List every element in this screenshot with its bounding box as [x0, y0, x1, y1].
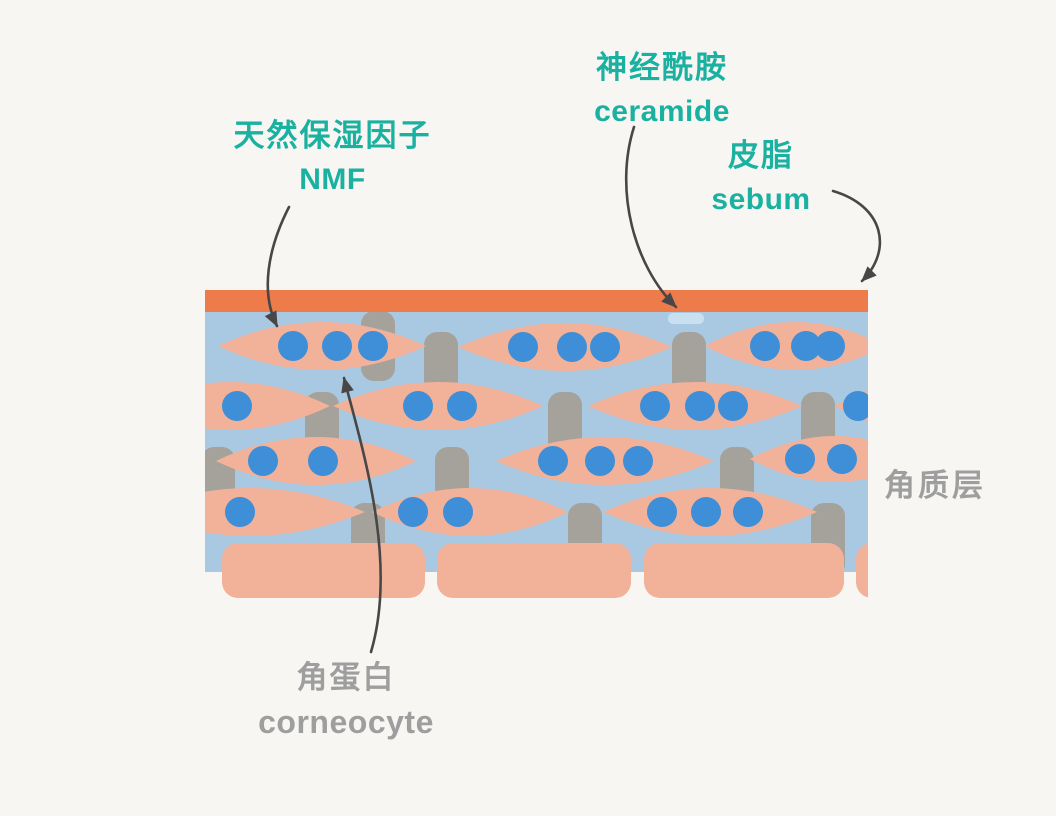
nmf-dot [248, 446, 278, 476]
nmf-dot [791, 331, 821, 361]
label-stratum-corneum: 角质层 [884, 460, 986, 505]
label-sebum-en: sebum [711, 182, 811, 216]
label-corneocyte-en: corneocyte [258, 703, 434, 740]
nmf-dot [815, 331, 845, 361]
nmf-dot [322, 331, 352, 361]
label-nmf-zh: 天然保湿因子 [233, 118, 432, 153]
nmf-dot [691, 497, 721, 527]
nmf-dot [443, 497, 473, 527]
nmf-dot [590, 332, 620, 362]
nmf-dot [398, 497, 428, 527]
label-nmf-en: NMF [299, 162, 366, 196]
lower-cell-block [856, 543, 868, 598]
nmf-dot [403, 391, 433, 421]
nmf-dot [685, 391, 715, 421]
nmf-dot [647, 497, 677, 527]
nmf-dot [733, 497, 763, 527]
label-ceramide: 神经酰胺 ceramide [552, 50, 772, 129]
nmf-dot [827, 444, 857, 474]
corneocyte-cell [333, 382, 543, 430]
label-ceramide-en: ceramide [594, 94, 730, 128]
sebum-layer-bar [205, 290, 868, 312]
nmf-dot [308, 446, 338, 476]
nmf-dot [508, 332, 538, 362]
nmf-arrow [264, 205, 291, 328]
nmf-dot [538, 446, 568, 476]
nmf-dot [750, 331, 780, 361]
nmf-dot [585, 446, 615, 476]
lower-cell-block [222, 543, 425, 598]
label-sebum-zh: 皮脂 [728, 138, 794, 173]
nmf-dot [278, 331, 308, 361]
label-corneocyte: 角蛋白 corneocyte [226, 660, 466, 741]
label-nmf: 天然保湿因子 NMF [195, 118, 470, 197]
nmf-dot [843, 391, 868, 421]
nmf-dot [640, 391, 670, 421]
nmf-dot [557, 332, 587, 362]
nmf-dot [623, 446, 653, 476]
corneocyte-arrow [341, 376, 382, 654]
ceramide-spot [668, 313, 704, 324]
nmf-dot [447, 391, 477, 421]
nmf-dot [225, 497, 255, 527]
label-ceramide-zh: 神经酰胺 [596, 50, 728, 85]
nmf-dot [358, 331, 388, 361]
nmf-dot [718, 391, 748, 421]
nmf-dot [785, 444, 815, 474]
lower-cell-block [644, 543, 844, 598]
sebum-arrow [831, 189, 882, 283]
nmf-dot [222, 391, 252, 421]
label-stratum-corneum-zh: 角质层 [884, 468, 986, 503]
lower-cell-block [437, 543, 631, 598]
label-corneocyte-zh: 角蛋白 [296, 660, 396, 695]
ceramide-arrow [624, 125, 678, 309]
label-sebum: 皮脂 sebum [651, 138, 871, 217]
